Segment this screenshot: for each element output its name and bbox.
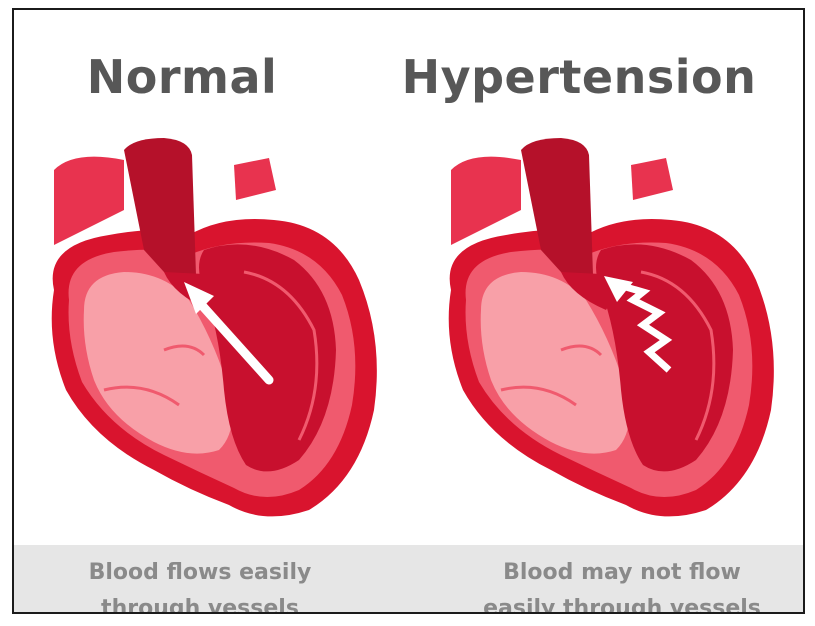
normal-caption-line2: through vessels <box>12 591 398 614</box>
hypertension-heart-illustration <box>411 10 805 545</box>
pulmonary-vessel <box>54 157 124 245</box>
hypertension-caption: Blood may not flow easily through vessel… <box>424 555 805 614</box>
right-vessel-branch <box>234 158 276 200</box>
pulmonary-vessel <box>451 157 521 245</box>
hypertension-caption-line2: easily through vessels <box>424 591 805 614</box>
hypertension-caption-line1: Blood may not flow <box>424 555 805 591</box>
normal-heart-illustration <box>14 10 410 545</box>
hypertension-panel: Hypertension <box>411 10 805 545</box>
caption-bar: Blood flows easily through vessels Blood… <box>14 545 803 614</box>
diagram-frame: Normal Hype <box>12 8 805 614</box>
normal-caption-line1: Blood flows easily <box>12 555 398 591</box>
right-vessel-branch <box>631 158 673 200</box>
normal-caption: Blood flows easily through vessels <box>12 555 398 614</box>
normal-panel: Normal <box>14 10 410 545</box>
